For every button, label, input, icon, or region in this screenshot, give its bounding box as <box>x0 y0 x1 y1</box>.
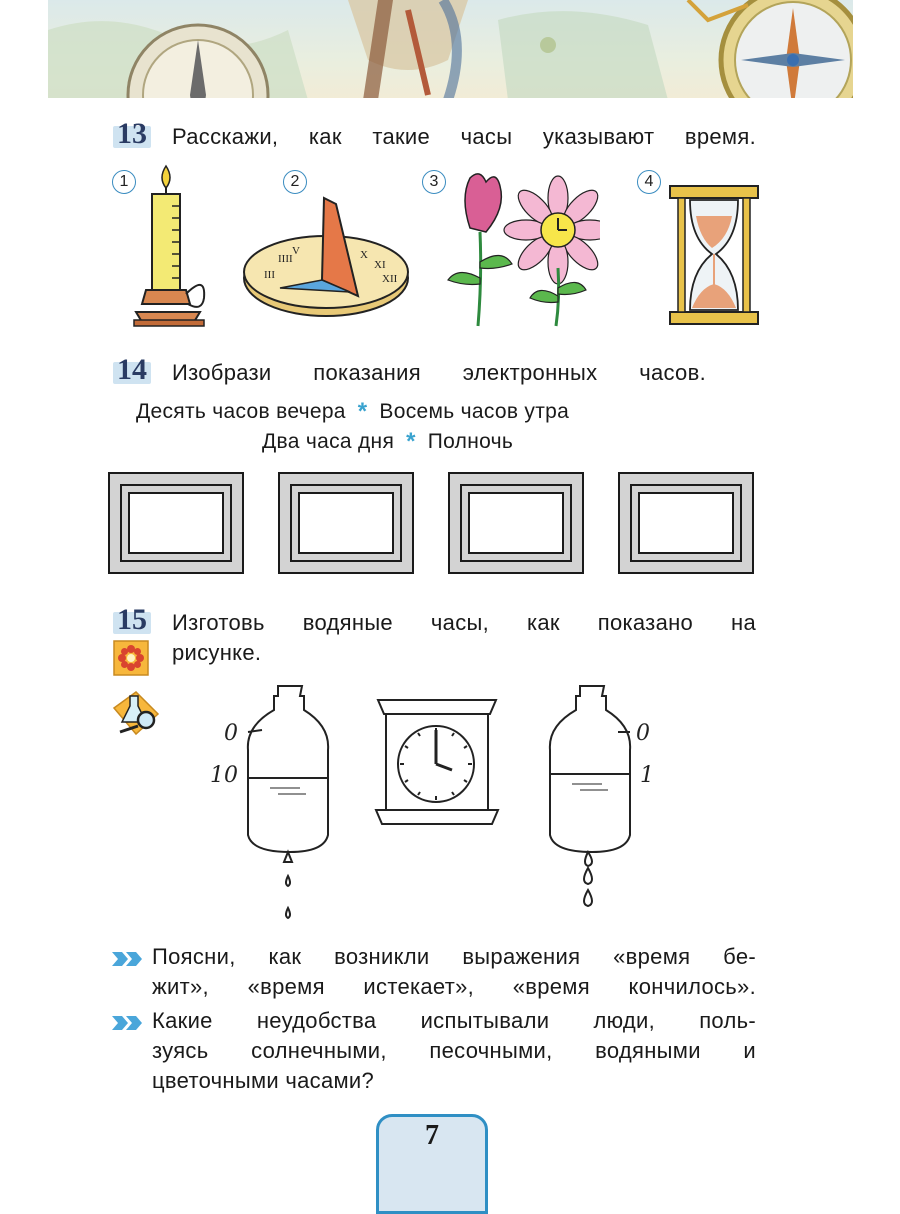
item-number-3: 3 <box>422 170 446 194</box>
digital-clock-blank-1[interactable] <box>108 472 244 574</box>
header-banner <box>48 0 853 100</box>
left-bottle-mark-0: 0 <box>224 721 238 746</box>
option-midnight: Полночь <box>427 430 514 453</box>
left-bottle-mark-10: 10 <box>210 763 238 788</box>
question-marker-icon <box>112 1016 142 1030</box>
water-clock-illustration: 0 10 0 1 <box>210 685 654 920</box>
task-15-text-line1: Изготовь водяные часы, как показано на <box>172 610 756 635</box>
right-bottle-mark-0: 0 <box>636 721 650 746</box>
hourglass-icon <box>669 185 759 325</box>
question-1-line-1: Поясни, как возникли выражения «время бе… <box>152 944 756 969</box>
question-2-line-3: цветочными часами? <box>152 1068 375 1093</box>
page-number: 7 <box>425 1120 439 1151</box>
mantel-clock <box>374 699 500 825</box>
experiment-icon <box>112 691 160 736</box>
item-number-4: 4 <box>637 170 661 194</box>
svg-text:III: III <box>264 269 275 281</box>
question-marker-icon <box>112 952 142 966</box>
right-bottle <box>548 685 632 908</box>
task-13-number: 13 <box>113 117 151 151</box>
digital-clock-blank-4[interactable] <box>618 472 754 574</box>
task-15-text-line2: рисунке. <box>172 640 262 665</box>
option-two-pm: Два часа дня <box>262 430 395 453</box>
item-number-2: 2 <box>283 170 307 194</box>
separator-star: * <box>357 398 368 425</box>
left-bottle <box>246 685 330 920</box>
right-bottle-mark-1: 1 <box>640 763 654 788</box>
option-eight-am: Восемь часов утра <box>379 400 570 423</box>
task-14-text: Изобрази показания электронных часов. <box>172 360 706 385</box>
question-1-line-2: жит», «время истекает», «время кончилось… <box>152 974 756 999</box>
task-13-text: Расскажи, как такие часы указывают время… <box>172 124 756 149</box>
practical-work-icon <box>113 640 149 676</box>
question-2-line-1: Какие неудобства испытывали люди, поль- <box>152 1008 756 1033</box>
banner-rule <box>48 98 853 101</box>
separator-star: * <box>406 428 416 455</box>
question-2-line-2: зуясь солнечными, песочными, водяными и <box>152 1038 756 1063</box>
task-15-number: 15 <box>113 603 151 637</box>
item-number-1: 1 <box>112 170 136 194</box>
svg-text:X: X <box>360 249 368 261</box>
candle-clock-icon <box>133 164 206 327</box>
digital-clock-blank-3[interactable] <box>448 472 584 574</box>
options-line-1: Десять часов вечера * Восемь часов утра <box>136 398 569 426</box>
options-line-2: Два часа дня * Полночь <box>262 428 513 456</box>
svg-text:XII: XII <box>382 273 398 285</box>
svg-text:IIII: IIII <box>278 253 293 265</box>
task-14-number: 14 <box>113 353 151 387</box>
flower-clock-icon <box>447 173 600 327</box>
digital-clock-blank-2[interactable] <box>278 472 414 574</box>
svg-text:V: V <box>292 245 300 257</box>
map-compass-illustration <box>48 0 853 100</box>
option-ten-pm: Десять часов вечера <box>136 400 346 423</box>
svg-text:XI: XI <box>374 259 386 271</box>
